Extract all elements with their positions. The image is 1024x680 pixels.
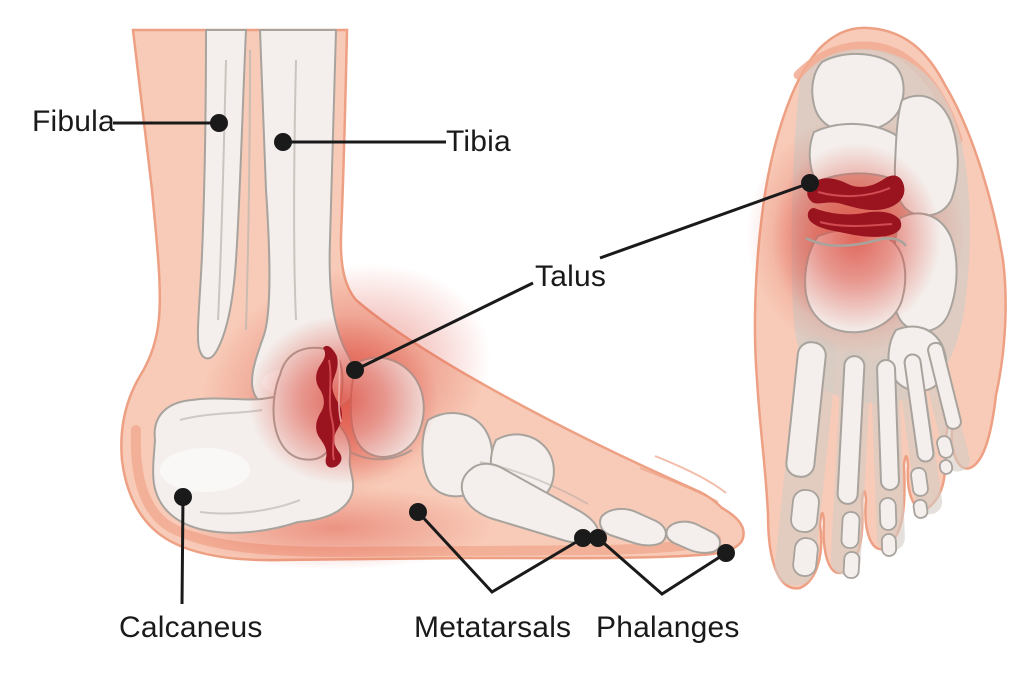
injury-crack-dorsal-highlight [817,187,893,227]
injury-crack-side [316,345,342,468]
dorsal-metatarsal-bones [785,341,962,505]
injury-crack-dorsal-lower [807,208,902,237]
side-view [120,28,745,570]
label-phalanges: Phalanges [596,611,740,644]
dorsal-joint-wavy-line [805,236,908,247]
leader-line-talus-side [354,281,534,372]
dot-phalanges-left [589,529,607,547]
leader-line-calcaneus [180,496,185,605]
toe-crease-lines [639,455,727,503]
dorsal-phalanx-bones [790,435,954,579]
dot-talus-top [801,174,819,192]
ankle-joint-glow [248,315,438,485]
leader-line-talus-top [599,181,811,260]
dot-tibia [274,133,292,151]
label-calcaneus: Calcaneus [119,611,263,644]
injury-crack-side-gloss [337,355,342,423]
dot-phalanges-right [717,544,735,562]
dot-metatarsals-right [574,529,592,547]
label-talus: Talus [535,260,607,293]
leader-line-phalanges [597,536,727,596]
dorsal-view [746,26,1007,590]
dot-calcaneus [174,488,192,506]
leader-line-metatarsals [416,510,584,594]
calcaneus-highlight [160,448,250,492]
leg-bone-detail-lines [217,49,297,331]
metatarsal-detail [479,461,589,505]
label-metatarsals: Metatarsals [414,611,572,644]
dot-talus-side [346,361,364,379]
proximal-phalanx-side [599,507,667,547]
injury-crack-dorsal-upper [807,175,905,211]
injury-crack-side-highlight [328,359,335,461]
leader-dots [174,114,819,562]
label-tibia: Tibia [446,125,511,158]
dot-metatarsals-left [409,503,427,521]
dot-fibula [210,114,228,132]
leader-lines [113,121,811,605]
label-fibula: Fibula [32,105,115,138]
dorsal-talus-bone [811,52,905,134]
dorsal-joint-glow [771,143,941,333]
